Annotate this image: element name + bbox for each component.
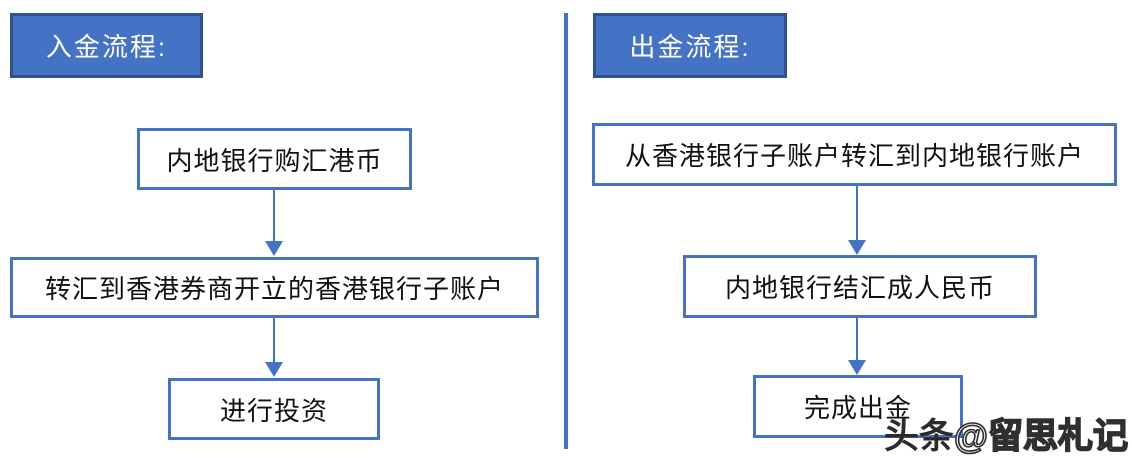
deposit-step-2-box: 转汇到香港券商开立的香港银行子账户 xyxy=(10,257,539,318)
arrow-down-icon xyxy=(265,318,283,377)
withdrawal-step-2-label: 内地银行结汇成人民币 xyxy=(724,273,995,303)
arrow-head xyxy=(848,360,866,375)
watermark: 头条@留思札记 xyxy=(883,416,1129,458)
deposit-step-3-label: 进行投资 xyxy=(219,395,328,426)
column-divider-line xyxy=(564,13,568,449)
arrow-head xyxy=(848,240,866,255)
watermark-brand: 头条 xyxy=(883,417,954,456)
arrow-shaft xyxy=(856,186,858,240)
deposit-step-1-box: 内地银行购汇港币 xyxy=(137,128,412,190)
deposit-flow-title-box: 入金流程: xyxy=(10,13,203,78)
arrow-down-icon xyxy=(848,318,866,375)
withdrawal-step-3-label: 完成出金 xyxy=(803,393,912,423)
deposit-step-1-label: 内地银行购汇港币 xyxy=(166,145,383,176)
arrow-down-icon xyxy=(265,190,283,256)
withdrawal-flow-title: 出金流程: xyxy=(629,32,751,62)
watermark-handle: @留思札记 xyxy=(953,416,1129,457)
withdrawal-step-1-label: 从香港银行子账户转汇到内地银行账户 xyxy=(624,141,1084,171)
arrow-shaft xyxy=(273,318,275,362)
withdrawal-step-3-box: 完成出金 xyxy=(753,375,963,438)
withdrawal-step-1-box: 从香港银行子账户转汇到内地银行账户 xyxy=(592,123,1117,186)
withdrawal-step-2-box: 内地银行结汇成人民币 xyxy=(683,255,1037,318)
arrow-down-icon xyxy=(848,186,866,255)
arrow-shaft xyxy=(856,318,858,360)
deposit-step-2-label: 转汇到香港券商开立的香港银行子账户 xyxy=(44,274,504,304)
arrow-head xyxy=(265,362,283,377)
arrow-shaft xyxy=(273,190,275,241)
deposit-step-3-box: 进行投资 xyxy=(168,378,380,440)
arrow-head xyxy=(265,241,283,256)
deposit-flow-title: 入金流程: xyxy=(45,32,168,62)
withdrawal-flow-title-box: 出金流程: xyxy=(593,13,787,78)
